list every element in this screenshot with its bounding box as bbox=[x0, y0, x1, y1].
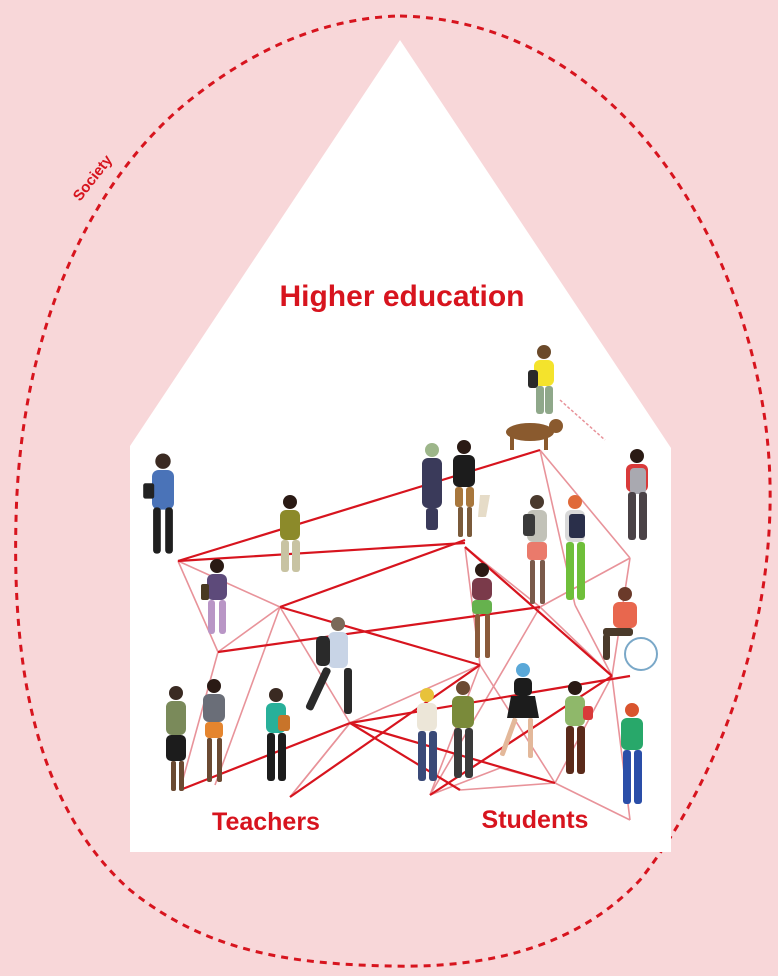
network-links-strong bbox=[177, 448, 631, 798]
person-3 bbox=[201, 559, 227, 634]
person-7 bbox=[523, 495, 547, 604]
person-teacher-1 bbox=[143, 453, 174, 554]
person-4 bbox=[422, 443, 442, 530]
teachers-label: Teachers bbox=[212, 808, 320, 836]
dog bbox=[506, 419, 563, 450]
person-9 bbox=[626, 449, 648, 540]
society-boundary bbox=[14, 14, 772, 968]
person-19 bbox=[565, 681, 593, 774]
person-12 bbox=[305, 617, 352, 714]
society-label: Society bbox=[70, 151, 117, 204]
person-18 bbox=[500, 663, 539, 758]
people bbox=[143, 345, 658, 804]
person-8 bbox=[565, 495, 585, 600]
person-2 bbox=[280, 495, 300, 572]
person-6 bbox=[528, 345, 554, 414]
person-20 bbox=[621, 703, 643, 804]
cane bbox=[559, 399, 606, 441]
higher-education-label: Higher education bbox=[279, 280, 524, 313]
person-13 bbox=[166, 686, 186, 791]
person-5 bbox=[453, 440, 490, 537]
students-label: Students bbox=[482, 806, 589, 834]
network-links-light bbox=[177, 449, 631, 821]
person-10 bbox=[472, 563, 492, 658]
person-11-wheelchair bbox=[603, 587, 658, 671]
person-17 bbox=[452, 681, 474, 778]
person-15 bbox=[266, 688, 290, 781]
person-16 bbox=[417, 688, 437, 781]
person-14 bbox=[203, 679, 225, 782]
